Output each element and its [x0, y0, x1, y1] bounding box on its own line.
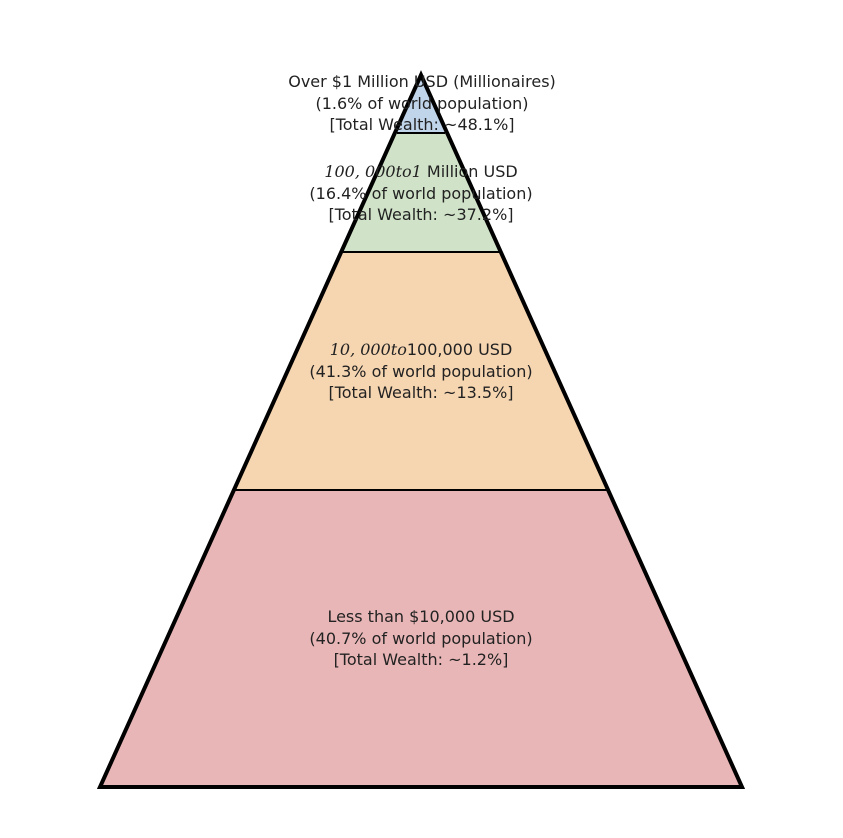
- tier-shape-under-10k: [100, 490, 742, 787]
- tier-label-10k-to-100k-line2: (41.3% of world population): [309, 362, 532, 381]
- tier-shape-over-1m: [397, 75, 445, 133]
- tier-label-100k-to-1m-line2: (16.4% of world population): [309, 184, 532, 203]
- tier-label-100k-to-1m-line1: 100, 000to1 Million USD: [324, 162, 517, 181]
- tier-label-100k-to-1m-math: 100, 000to1: [324, 162, 422, 181]
- tier-label-over-1m-line1: Over $1 Million USD (Millionaires): [288, 72, 556, 91]
- tier-label-under-10k-line2: (40.7% of world population): [309, 629, 532, 648]
- pyramid-outline: [96, 70, 746, 789]
- tier-label-100k-to-1m-rest: Million USD: [422, 162, 518, 181]
- tier-label-100k-to-1m-line3: [Total Wealth: ~37.2%]: [328, 205, 513, 224]
- tier-label-10k-to-100k-rest: 100,000 USD: [407, 340, 512, 359]
- tier-shape-10k-to-100k: [235, 252, 609, 490]
- tier-label-under-10k-line3: [Total Wealth: ~1.2%]: [334, 650, 509, 669]
- tier-label-10k-to-100k-line3: [Total Wealth: ~13.5%]: [328, 383, 513, 402]
- tier-label-10k-to-100k-line1: 10, 000to100,000 USD: [330, 340, 513, 359]
- tier-label-under-10k-line1: Less than $10,000 USD: [327, 607, 514, 626]
- tier-label-over-1m-line3: [Total Wealth: ~48.1%]: [329, 115, 514, 134]
- tier-label-over-1m-line2: (1.6% of world population): [315, 94, 528, 113]
- tier-shape-100k-to-1m: [342, 133, 502, 252]
- tier-label-10k-to-100k-math: 10, 000to: [330, 340, 407, 359]
